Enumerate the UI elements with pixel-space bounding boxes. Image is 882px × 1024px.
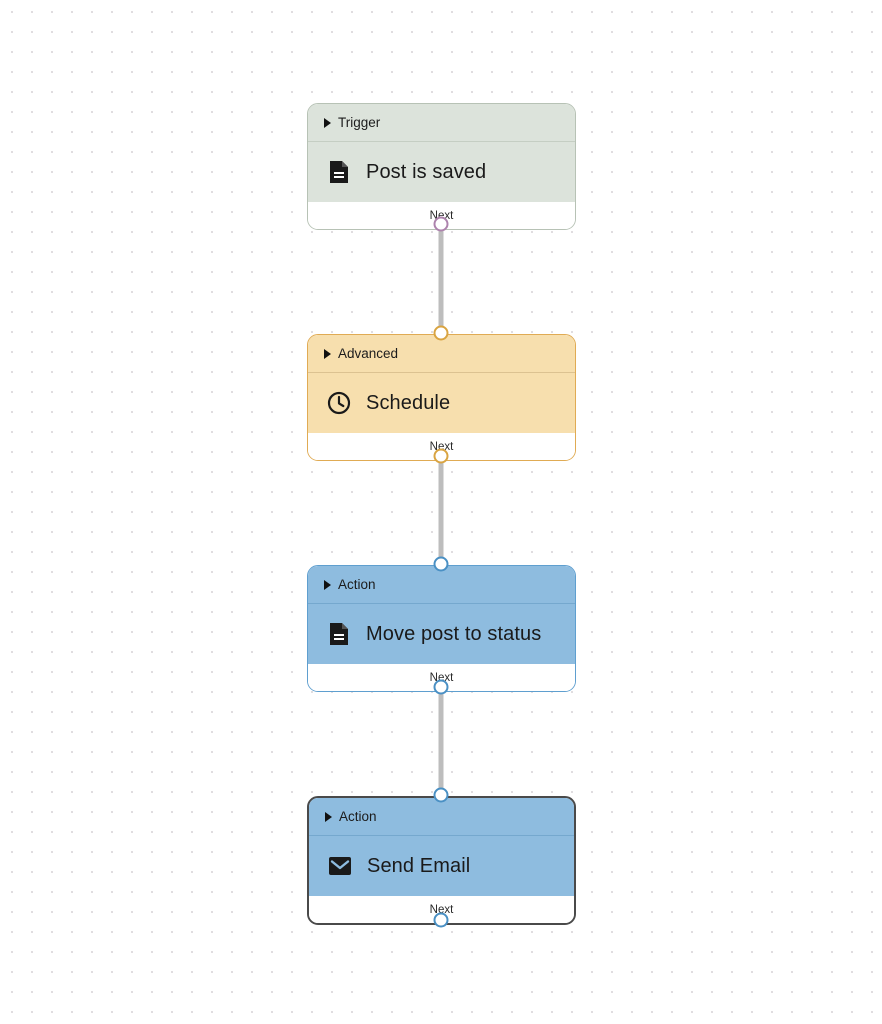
- edge-trigger-advanced[interactable]: [438, 224, 444, 334]
- port-advanced-output[interactable]: [433, 448, 449, 464]
- expand-caret-icon[interactable]: [324, 348, 331, 359]
- expand-caret-icon[interactable]: [325, 811, 332, 822]
- node-category-label: Trigger: [338, 115, 381, 130]
- node-body-action[interactable]: Move post to status: [308, 604, 575, 664]
- node-divider: [309, 835, 574, 836]
- node-category-label: Advanced: [338, 346, 399, 361]
- port-action1-output[interactable]: [433, 679, 449, 695]
- clock-icon: [327, 391, 351, 415]
- node-body-action[interactable]: Send Email: [309, 836, 574, 896]
- port-action2-input[interactable]: [433, 787, 449, 803]
- document-icon: [327, 622, 351, 646]
- expand-caret-icon[interactable]: [324, 579, 331, 590]
- port-advanced-input[interactable]: [433, 325, 449, 341]
- edge-advanced-action1[interactable]: [438, 456, 444, 565]
- node-body-trigger[interactable]: Post is saved: [308, 142, 575, 202]
- document-icon: [327, 160, 351, 184]
- workflow-node-trigger[interactable]: Trigger Post is saved Next: [307, 103, 576, 230]
- node-divider: [308, 372, 575, 373]
- node-divider: [308, 141, 575, 142]
- node-header-action[interactable]: Action: [308, 566, 575, 603]
- port-trigger-output[interactable]: [433, 216, 449, 232]
- node-header-action[interactable]: Action: [309, 798, 574, 835]
- node-title: Move post to status: [366, 622, 542, 645]
- port-action2-output[interactable]: [433, 912, 449, 928]
- node-title: Schedule: [366, 391, 451, 414]
- edge-action1-action2[interactable]: [438, 687, 444, 796]
- workflow-node-advanced[interactable]: Advanced Schedule Next: [307, 334, 576, 461]
- node-body-advanced[interactable]: Schedule: [308, 373, 575, 433]
- node-category-label: Action: [338, 577, 376, 592]
- node-divider: [308, 603, 575, 604]
- workflow-node-action-move-post[interactable]: Action Move post to status Next: [307, 565, 576, 692]
- node-header-trigger[interactable]: Trigger: [308, 104, 575, 141]
- envelope-icon: [328, 854, 352, 878]
- node-title: Send Email: [367, 854, 471, 877]
- expand-caret-icon[interactable]: [324, 117, 331, 128]
- workflow-node-action-send-email[interactable]: Action Send Email Next: [307, 796, 576, 925]
- port-action1-input[interactable]: [433, 556, 449, 572]
- node-category-label: Action: [339, 809, 377, 824]
- node-title: Post is saved: [366, 160, 487, 183]
- node-header-advanced[interactable]: Advanced: [308, 335, 575, 372]
